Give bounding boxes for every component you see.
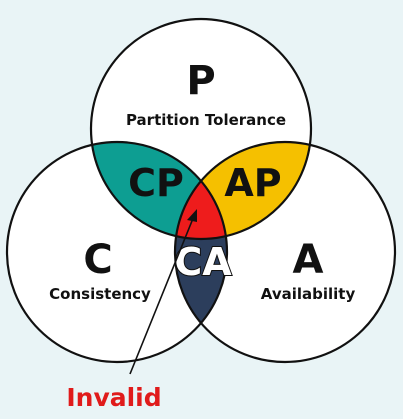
a-label: Availability — [261, 285, 356, 303]
ap-label: AP — [224, 161, 281, 205]
c-letter: C — [83, 237, 112, 283]
c-label: Consistency — [49, 285, 151, 303]
a-letter: A — [293, 237, 324, 283]
p-label: Partition Tolerance — [126, 111, 286, 129]
p-letter: P — [186, 58, 215, 104]
ap-region — [175, 142, 311, 239]
invalid-arrow — [129, 209, 197, 375]
cp-region — [91, 142, 227, 239]
p-circle-outline — [89, 17, 313, 241]
a-circle-outline — [173, 140, 397, 364]
invalid-label: Invalid — [66, 383, 161, 412]
cp-label: CP — [128, 161, 184, 205]
c-circle-outline — [5, 140, 229, 364]
ca-label: CA — [174, 240, 232, 284]
